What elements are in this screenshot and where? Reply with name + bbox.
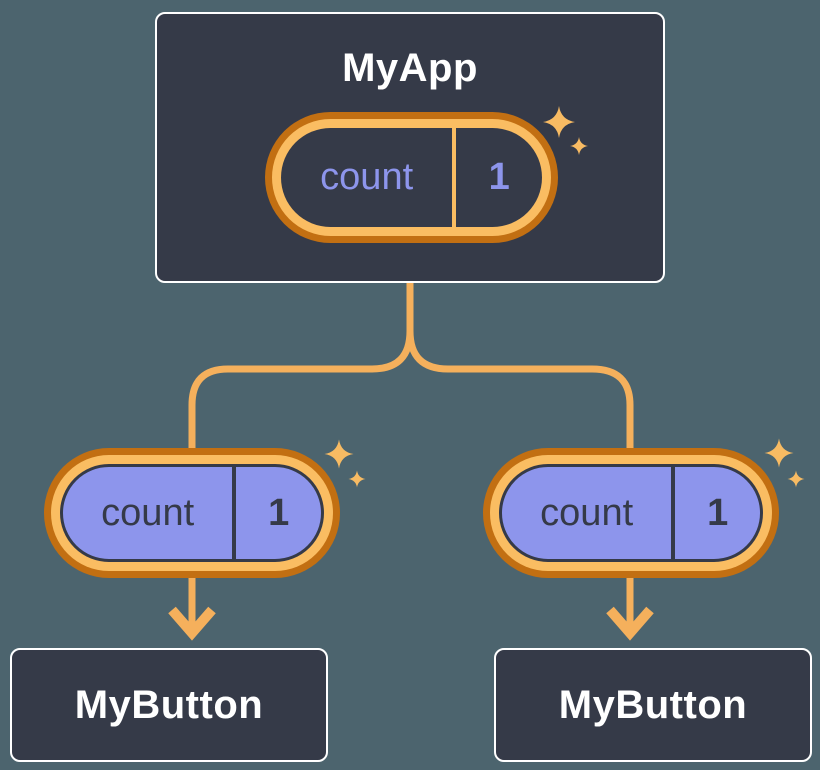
node-mybutton-left: MyButton [10, 648, 328, 762]
state-pill-inner: count 1 [281, 128, 542, 227]
connector-right-branch [406, 283, 634, 632]
sparkles-left-pill [324, 439, 366, 488]
arrow-down-icon-right [606, 606, 654, 641]
sparkle-icon-small [787, 470, 805, 488]
state-value-label: 1 [488, 156, 510, 198]
sparkle-icon-large [543, 106, 575, 138]
node-title-myapp: MyApp [342, 46, 478, 90]
sparkle-icon-large [324, 439, 354, 469]
prop-value-label: 1 [707, 491, 729, 534]
connector-fork [188, 283, 634, 632]
prop-pill-inner: count 1 [499, 464, 763, 562]
connector-left-branch [188, 283, 414, 632]
sparkle-icon-small [570, 137, 588, 155]
prop-pill-inner: count 1 [60, 464, 324, 562]
prop-value-label: 1 [268, 491, 290, 534]
node-mybutton-right: MyButton [494, 648, 812, 762]
prop-key-label: count [540, 491, 634, 534]
node-title-mybutton-left: MyButton [74, 682, 264, 727]
state-pill-myapp: count 1 [265, 112, 558, 243]
sparkle-icon-small [348, 470, 366, 488]
pill-divider [671, 467, 676, 559]
prop-pill-left: count 1 [44, 448, 340, 578]
pill-divider [232, 467, 237, 559]
prop-pill-right: count 1 [483, 448, 779, 578]
sparkles-root [543, 106, 588, 155]
sparkle-icon-large [764, 438, 794, 468]
sparkles-right-pill [764, 438, 805, 488]
arrow-down-icon-left [168, 606, 216, 641]
prop-pill-band: count 1 [490, 455, 772, 571]
prop-key-label: count [101, 491, 195, 534]
node-title-mybutton-right: MyButton [558, 682, 748, 727]
prop-pill-band: count 1 [51, 455, 333, 571]
pill-divider [452, 128, 457, 227]
state-pill-band: count 1 [272, 119, 551, 236]
state-key-label: count [320, 156, 414, 198]
